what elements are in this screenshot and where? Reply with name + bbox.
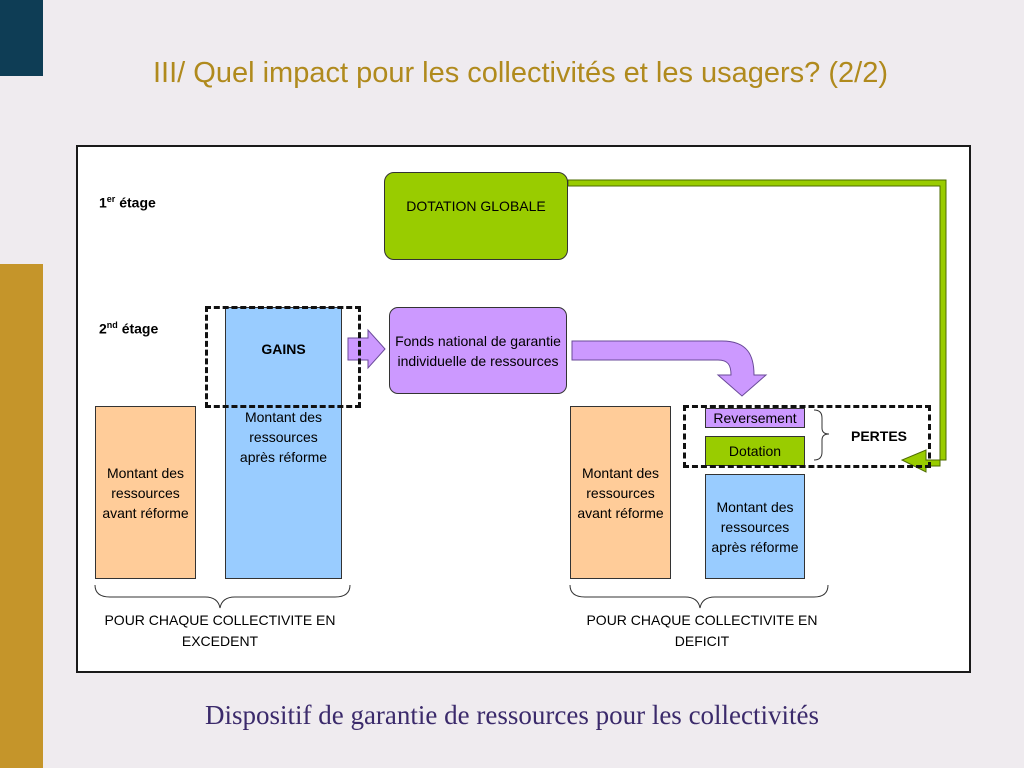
dotation-globale-box: DOTATION GLOBALE [384, 172, 568, 260]
top-accent-bar [0, 0, 43, 76]
ressources-apres-excedent-label: Montant des ressources après réforme [239, 409, 328, 465]
caption-excedent: POUR CHAQUE COLLECTIVITE EN EXCEDENT [104, 612, 336, 649]
ressources-apres-excedent-box: Montant des ressources après réforme [225, 307, 342, 579]
fonds-to-reversement-arrow [571, 340, 768, 397]
fonds-national-box: Fonds national de garantie individuelle … [389, 307, 567, 394]
deficit-brace [569, 584, 829, 609]
caption-deficit: POUR CHAQUE COLLECTIVITE EN DEFICIT [586, 612, 818, 649]
reversement-box: Reversement [705, 408, 805, 428]
gains-outline [205, 306, 361, 408]
side-accent-bar [0, 264, 43, 768]
pertes-brace [813, 409, 830, 461]
level-1-label: 1er étage [99, 194, 156, 211]
level-2-label: 2nd étage [99, 320, 159, 337]
ressources-apres-deficit-box: Montant des ressources après réforme [705, 474, 805, 579]
ressources-avant-deficit-box: Montant des ressources avant réforme [570, 406, 671, 579]
ressources-avant-excedent-box: Montant des ressources avant réforme [95, 406, 196, 579]
pertes-outline [683, 405, 931, 468]
pertes-label: PERTES [851, 428, 908, 444]
slide-subtitle: Dispositif de garantie de ressources pou… [204, 700, 820, 730]
gains-to-fonds-arrow [347, 328, 386, 370]
dotation-box: Dotation [705, 436, 805, 466]
excedent-brace [94, 584, 351, 609]
gains-label: GAINS [261, 341, 306, 357]
slide-title: III/ Quel impact pour les collectivités … [153, 57, 888, 89]
